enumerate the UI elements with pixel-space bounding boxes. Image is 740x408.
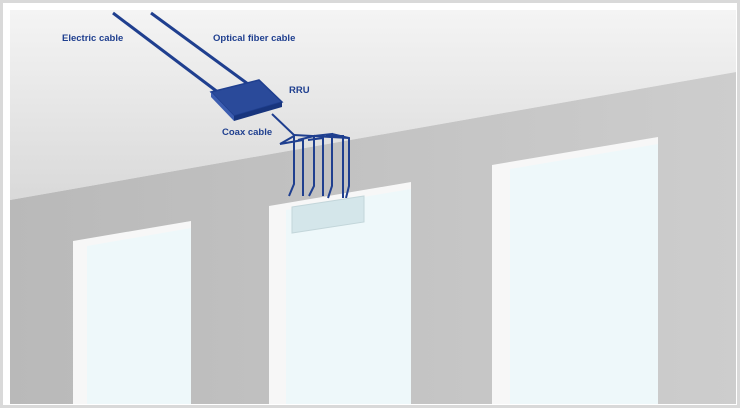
- electric-cable: [112, 11, 224, 98]
- ceiling: [10, 10, 736, 200]
- antenna-panel: [291, 195, 365, 234]
- window-right: [492, 137, 658, 404]
- label-coax-cable: Coax cable: [222, 127, 272, 138]
- label-optical-fiber-cable: Optical fiber cable: [213, 33, 295, 44]
- coax-feeders: [279, 132, 350, 199]
- window-left: [73, 221, 191, 404]
- rru-unit: [209, 79, 284, 121]
- room-illustration: Electric cable Optical fiber cable RRU C…: [10, 10, 736, 404]
- optical-fiber-cable: [150, 11, 249, 86]
- coax-cable: [271, 113, 295, 136]
- label-electric-cable: Electric cable: [62, 33, 123, 44]
- label-rru: RRU: [289, 85, 310, 96]
- indoor-coverage-diagram: Electric cable Optical fiber cable RRU C…: [10, 10, 736, 404]
- window-middle: [269, 182, 411, 404]
